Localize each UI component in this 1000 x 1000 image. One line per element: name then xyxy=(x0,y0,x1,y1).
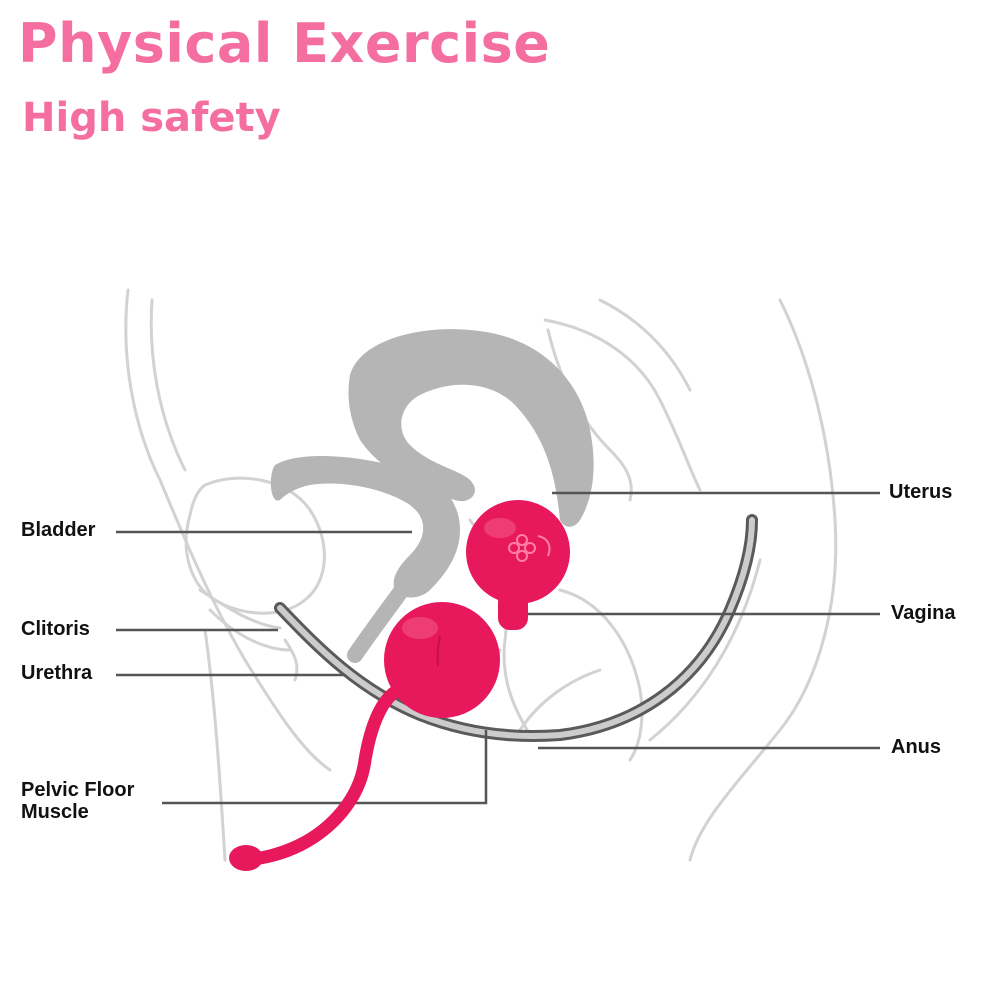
retrieval-cord xyxy=(241,683,405,867)
label-vagina: Vagina xyxy=(891,602,956,624)
label-clitoris: Clitoris xyxy=(21,618,90,640)
cord-tip xyxy=(229,845,263,871)
vaginal-canal xyxy=(347,557,428,663)
label-uterus: Uterus xyxy=(889,481,953,503)
flower-emblem-icon xyxy=(508,534,551,562)
subheadline: High safety xyxy=(22,95,281,141)
lower-ball-seam xyxy=(436,635,441,667)
headline: Physical Exercise xyxy=(18,12,551,75)
leader-pelvic-floor xyxy=(162,730,488,805)
label-anus: Anus xyxy=(891,736,941,758)
kegel-balls xyxy=(229,500,570,871)
leader-lines xyxy=(116,491,880,805)
lower-ball-highlight xyxy=(402,617,438,639)
label-pelvic-floor-line1: Pelvic Floor xyxy=(21,779,135,801)
label-urethra: Urethra xyxy=(21,662,93,684)
label-pelvic-floor-line2: Muscle xyxy=(21,801,89,823)
upper-ball-highlight xyxy=(484,518,516,538)
pelvic-floor-band-inner xyxy=(277,517,755,739)
label-bladder: Bladder xyxy=(21,519,96,541)
lower-ball xyxy=(384,602,500,718)
